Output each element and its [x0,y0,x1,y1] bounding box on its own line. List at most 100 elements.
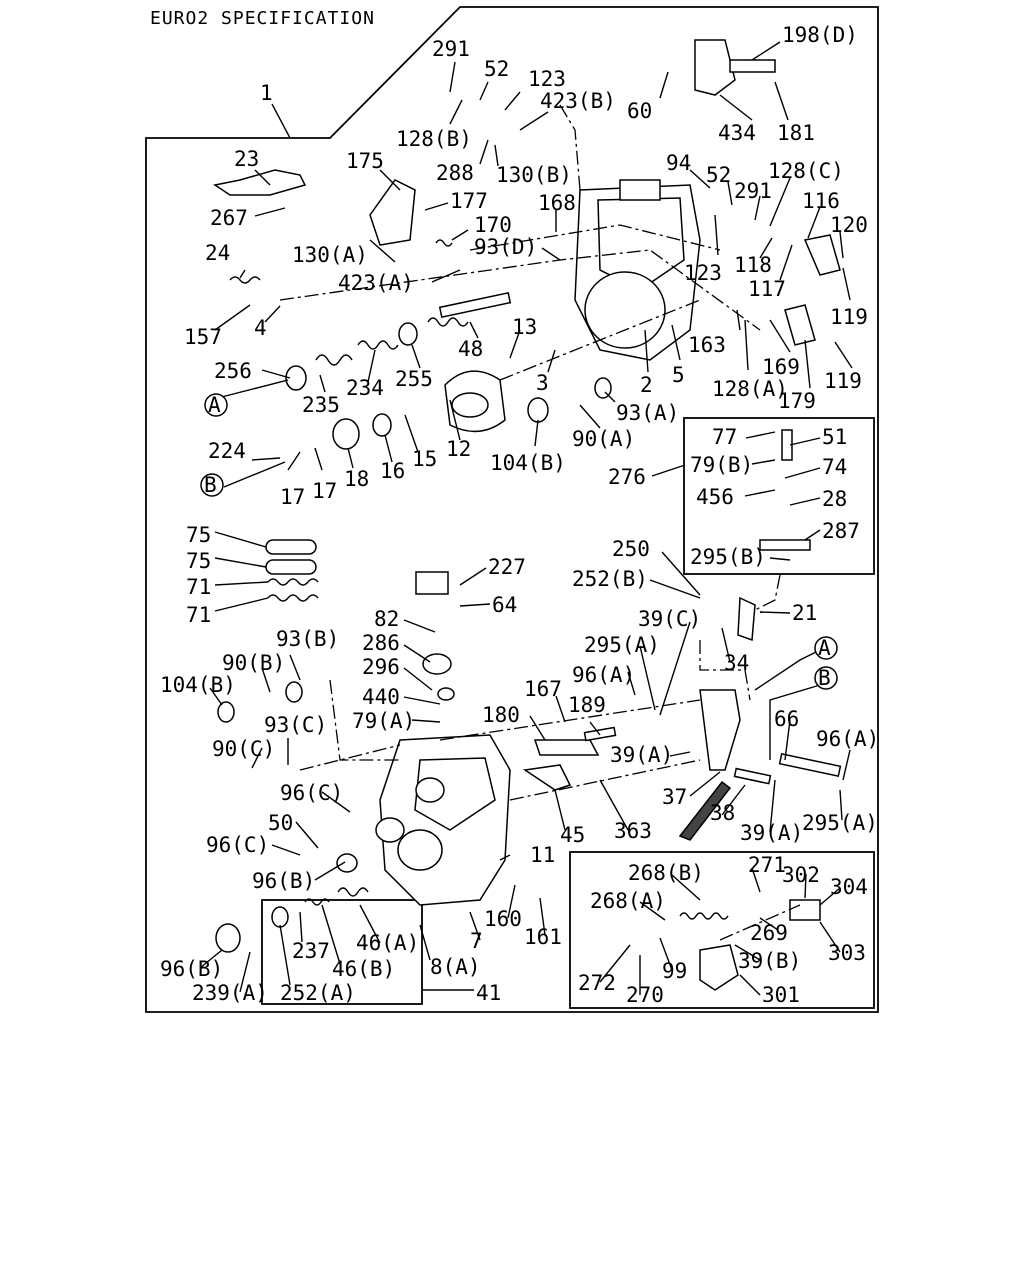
part-label: 8(A) [430,955,481,979]
part-label: 270 [626,983,664,1007]
part-label: 181 [777,121,815,145]
part-label: 170 [474,213,512,237]
part-label: 268(B) [628,861,704,885]
part-label: 363 [614,819,652,843]
part-label: 167 [524,677,562,701]
part-label: 3 [536,371,549,395]
part-label: 120 [830,213,868,237]
part-label: 104(B) [490,451,566,475]
part-label: 17 [280,485,305,509]
part-label: 128(A) [712,377,788,401]
part-label: 179 [778,389,816,413]
part-label: 269 [750,921,788,945]
diagram-title: EURO2 SPECIFICATION [150,8,375,29]
part-label: 286 [362,631,400,655]
callout-b-2: B [814,666,838,690]
part-label: 169 [762,355,800,379]
part-label: 291 [734,179,772,203]
part-label: 28 [822,487,847,511]
part-label: 252(A) [280,981,356,1005]
part-label: 66 [774,707,799,731]
part-label: 123 [684,261,722,285]
svg-text:B: B [818,666,831,690]
part-label: 235 [302,393,340,417]
part-label: 60 [627,99,652,123]
assembly-centerlines [279,104,821,941]
detail-box-lever [569,851,875,1009]
part-label: 304 [830,875,868,899]
part-label: 16 [380,459,405,483]
part-label: 93(B) [276,627,339,651]
svg-text:A: A [818,636,831,660]
part-label: 93(A) [616,401,679,425]
part-label: 94 [666,151,691,175]
part-label: 276 [608,465,646,489]
part-label: 303 [828,941,866,965]
part-label: 34 [724,651,749,675]
part-label: 160 [484,907,522,931]
part-label: 93(C) [264,713,327,737]
part-label: 99 [662,959,687,983]
part-label: 90(A) [572,427,635,451]
part-label: 119 [824,369,862,393]
part-label: 17 [312,479,337,503]
part-label: 130(B) [496,163,572,187]
part-label: 434 [718,121,756,145]
part-label: 295(A) [802,811,878,835]
part-label: 46(B) [332,957,395,981]
part-label: 234 [346,376,384,400]
part-label: 271 [748,853,786,877]
part-label: 77 [712,425,737,449]
part-label: 268(A) [590,889,666,913]
part-label: 51 [822,425,847,449]
part-label: 239(A) [192,981,268,1005]
part-label: 267 [210,206,248,230]
part-label: 5 [672,363,685,387]
part-label: 21 [792,601,817,625]
part-label: 2 [640,373,653,397]
part-label: 11 [530,843,555,867]
part-label: 123 [528,67,566,91]
part-label: 71 [186,603,211,627]
part-label: 75 [186,549,211,573]
part-label: 52 [706,163,731,187]
part-label: 7 [470,929,483,953]
callout-b-1: B [200,473,224,497]
part-label: 175 [346,149,384,173]
part-label: 41 [476,981,501,1005]
part-label: 64 [492,593,517,617]
part-label: 48 [458,337,483,361]
part-label: 227 [488,555,526,579]
part-label: 1 [260,81,273,105]
part-label: 130(A) [292,243,368,267]
detail-box-kit-41 [261,899,423,1005]
part-label: 250 [612,537,650,561]
part-label: 79(B) [690,453,753,477]
part-label: 96(A) [816,727,879,751]
part-label: 128(B) [396,127,472,151]
part-label: 287 [822,519,860,543]
part-label: 117 [748,277,786,301]
part-label: 224 [208,439,246,463]
part-label: 15 [412,447,437,471]
part-label: 440 [362,685,400,709]
part-label: 90(B) [222,651,285,675]
part-label: 198(D) [782,23,858,47]
part-label: 295(A) [584,633,660,657]
part-label: 104(B) [160,673,236,697]
part-label: 52 [484,57,509,81]
callout-a-1: A [204,393,228,417]
part-label: 38 [710,801,735,825]
part-label: 119 [830,305,868,329]
part-number-labels: 1 291 52 123 423(B) 198(D) 60 434 181 12… [160,23,879,1007]
svg-text:B: B [204,473,217,497]
part-label: 96(B) [160,957,223,981]
part-label: 456 [696,485,734,509]
part-label: 37 [662,785,687,809]
svg-text:A: A [208,393,221,417]
part-label: 256 [214,359,252,383]
part-label: 180 [482,703,520,727]
part-label: 96(B) [252,869,315,893]
part-label: 296 [362,655,400,679]
